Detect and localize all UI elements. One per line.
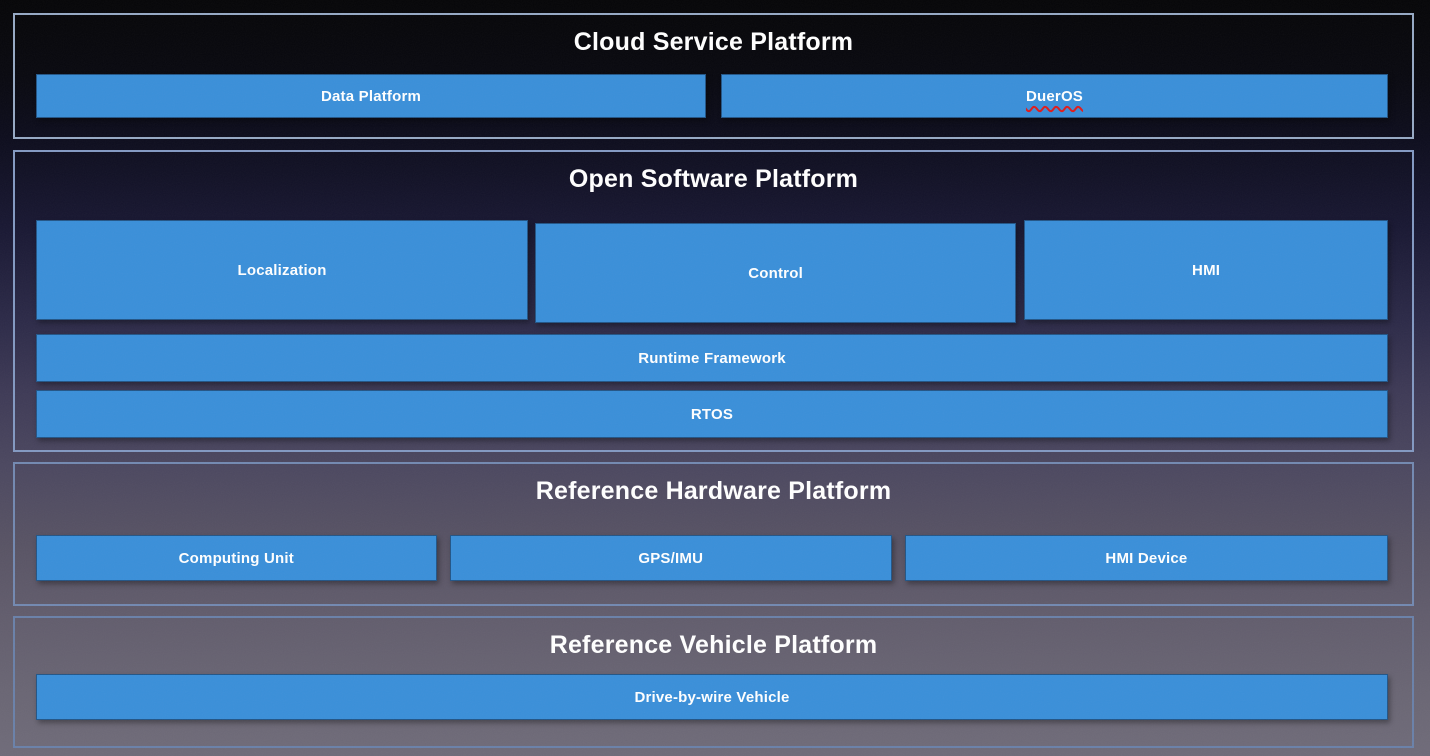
block-gps-imu-label: GPS/IMU xyxy=(638,549,704,567)
section-reference-hardware-platform: Reference Hardware Platform Computing Un… xyxy=(13,462,1414,606)
block-dueros: DuerOS xyxy=(721,74,1388,118)
block-computing-unit: Computing Unit xyxy=(36,535,437,581)
block-dueros-label: DuerOS xyxy=(1025,87,1084,105)
block-runtime-framework-label: Runtime Framework xyxy=(638,349,786,367)
block-control: Control xyxy=(535,223,1017,323)
hardware-buttons-row: Computing Unit GPS/IMU HMI Device xyxy=(36,535,1388,581)
cloud-buttons-row: Data Platform DuerOS xyxy=(36,74,1388,118)
block-runtime-framework: Runtime Framework xyxy=(36,334,1388,382)
hardware-section-title: Reference Hardware Platform xyxy=(535,477,892,505)
block-drive-by-wire-vehicle-label: Drive-by-wire Vehicle xyxy=(634,688,790,706)
block-control-label: Control xyxy=(748,264,803,282)
block-computing-unit-label: Computing Unit xyxy=(178,549,294,567)
software-section-title: Open Software Platform xyxy=(568,165,859,193)
block-hmi-device: HMI Device xyxy=(904,535,1388,581)
block-hmi-label: HMI xyxy=(1192,261,1221,279)
software-rtos-row: RTOS xyxy=(36,390,1388,438)
software-modules-row: Localization Control HMI xyxy=(36,220,1388,323)
block-data-platform-label: Data Platform xyxy=(320,87,422,105)
cloud-section-title: Cloud Service Platform xyxy=(573,28,854,56)
block-rtos: RTOS xyxy=(36,390,1388,438)
vehicle-section-title: Reference Vehicle Platform xyxy=(549,631,878,659)
block-localization: Localization xyxy=(36,220,529,320)
block-localization-label: Localization xyxy=(237,261,327,279)
vehicle-bar-row: Drive-by-wire Vehicle xyxy=(36,674,1388,720)
block-data-platform: Data Platform xyxy=(36,74,706,118)
block-rtos-label: RTOS xyxy=(690,405,734,423)
section-cloud-service-platform: Cloud Service Platform Data Platform Due… xyxy=(13,13,1414,139)
block-hmi: HMI xyxy=(1024,220,1388,320)
block-gps-imu: GPS/IMU xyxy=(449,535,892,581)
block-hmi-device-label: HMI Device xyxy=(1105,549,1188,567)
section-reference-vehicle-platform: Reference Vehicle Platform Drive-by-wire… xyxy=(13,616,1414,748)
software-runtime-row: Runtime Framework xyxy=(36,334,1388,382)
block-drive-by-wire-vehicle: Drive-by-wire Vehicle xyxy=(36,674,1388,720)
section-open-software-platform: Open Software Platform Localization Cont… xyxy=(13,150,1414,452)
